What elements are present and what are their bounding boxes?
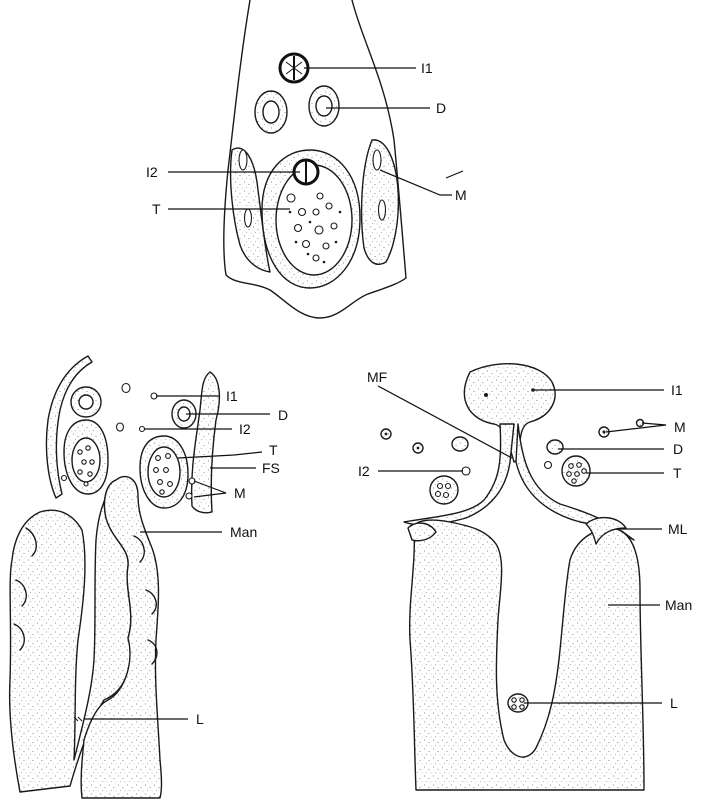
tooth-d-pair <box>255 86 339 133</box>
panel-bottom-left: I1 D I2 T FS M Man L <box>10 356 289 798</box>
label-m: M <box>234 485 246 501</box>
label-i1: I1 <box>671 382 683 398</box>
muscle-canal <box>379 200 386 220</box>
incisor-i1 <box>122 384 130 393</box>
label-d: D <box>673 441 683 457</box>
label-m: M <box>455 187 467 203</box>
label-l: L <box>196 711 204 727</box>
tooth-cluster-left <box>430 476 458 504</box>
leader-m <box>606 423 666 432</box>
label-i2: I2 <box>146 164 158 180</box>
leader-t <box>178 452 262 458</box>
label-i2: I2 <box>358 463 370 479</box>
label-fs: FS <box>262 460 280 476</box>
label-man: Man <box>230 524 257 540</box>
incisor-i2 <box>462 467 470 475</box>
incisor-i2 <box>117 423 124 431</box>
left-band-foramen <box>245 209 252 227</box>
label-i1: I1 <box>226 388 238 404</box>
tooth-cluster-left <box>62 420 109 494</box>
label-i1: I1 <box>421 60 433 76</box>
label-t: T <box>152 201 161 217</box>
muscle-canal <box>373 150 381 170</box>
fold-fs <box>192 372 220 513</box>
label-man: Man <box>665 597 692 613</box>
label-mf: MF <box>367 369 387 385</box>
tooth-cluster-right <box>562 456 590 486</box>
label-i2: I2 <box>239 421 251 437</box>
left-band-foramen <box>239 150 247 170</box>
label-d: D <box>278 407 288 423</box>
incisor-i1 <box>280 54 308 82</box>
tooth-d <box>547 440 563 454</box>
leader-m-tick <box>446 171 463 178</box>
incisor-i2-germ <box>545 462 552 469</box>
label-t: T <box>269 442 278 458</box>
tooth-cluster-right <box>140 436 188 508</box>
mandible-man <box>410 520 644 790</box>
label-l: L <box>670 695 678 711</box>
panel-bottom-right: MF I1 M D I2 T ML Man L <box>358 364 692 790</box>
incisor-i2-bud <box>140 427 145 432</box>
label-t: T <box>673 465 682 481</box>
label-d: D <box>436 100 446 116</box>
panel-top: I1 D I2 M T <box>146 0 467 318</box>
label-m: M <box>674 419 686 435</box>
tooth-germ <box>452 437 468 451</box>
label-ml: ML <box>668 521 688 537</box>
